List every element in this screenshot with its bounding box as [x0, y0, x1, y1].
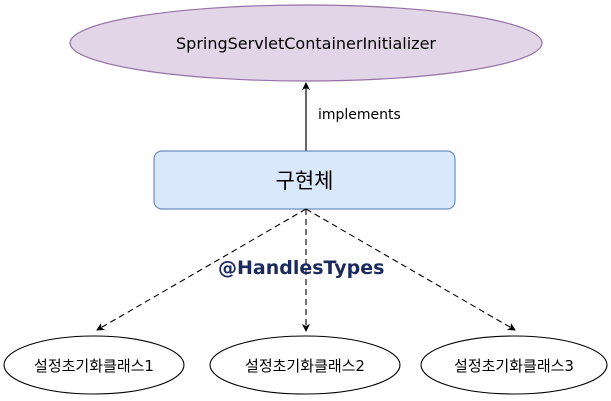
- class-label-1: 설정초기화클래스1: [34, 356, 154, 375]
- handles-types-label: @HandlesTypes: [218, 257, 385, 279]
- implementation-box: [153, 150, 456, 210]
- class-label-3: 설정초기화클래스3: [454, 356, 574, 375]
- interface-ellipse: [69, 4, 543, 82]
- class-label-2: 설정초기화클래스2: [245, 356, 365, 375]
- class-ellipse-1: [3, 335, 185, 395]
- interface-label: SpringServletContainerInitializer: [176, 33, 436, 53]
- implementation-label: 구현체: [275, 169, 334, 193]
- handles-arrow-3: [305, 208, 516, 331]
- class-ellipse-2: [209, 335, 401, 395]
- implements-edge-label: implements: [318, 107, 401, 123]
- handles-arrow-1: [96, 208, 307, 331]
- class-ellipse-3: [420, 335, 608, 395]
